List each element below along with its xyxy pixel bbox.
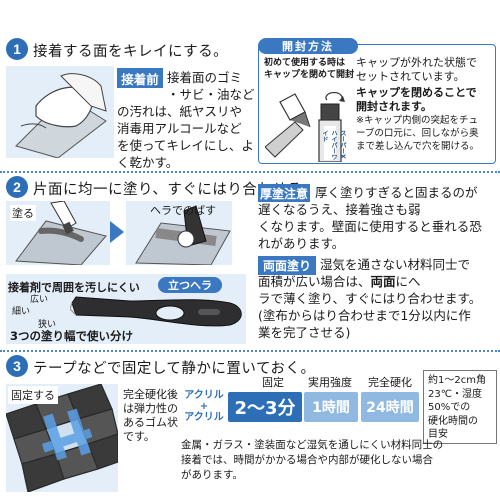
thick-text-1: 厚く塗りすぎると固まるのが [315, 185, 478, 200]
both-text-4: (塗布からはり合わせまで1分以内に作 [258, 308, 471, 323]
open-method-title: 開封方法 [258, 38, 358, 54]
cap-note-line-1: 初めて使用する時は [264, 58, 346, 68]
width-thin-label: 狭い [38, 320, 57, 330]
cond-line-4: 硬化時間の [428, 415, 478, 427]
cond-line-1: 約1〜2cm角 [428, 375, 486, 386]
material-label: アクリル + アクリル [182, 390, 226, 423]
bottom-note: 金属・ガラス・塗装面など湿気を通しにくい材料同士の 接着では、時間がかかる場合や… [181, 438, 443, 483]
cure-text-2: は弾力性の [123, 402, 178, 415]
divider-2 [0, 350, 500, 352]
cure-text-1: 完全硬化後 [123, 388, 178, 401]
step-1-badge: 1 [6, 38, 28, 60]
open-text-note: ※キャップ内側の突起をチュ ーブの口元に、回しながら奥 まで差し込んで穴を開ける… [356, 114, 479, 153]
full-time-badge: 24時間 [361, 392, 419, 422]
step-1-title: 接着する面をキレイにする。 [33, 44, 229, 60]
head-full: 完全硬化 [368, 376, 412, 389]
thick-text-2: 遅くなるうえ、接着強さも弱 [258, 202, 421, 217]
thick-text-3: くなります。壁面に使用すると垂れる恐 [258, 219, 482, 234]
bottom-note-3: があります。 [181, 469, 243, 481]
apply-label: 塗る [10, 205, 36, 221]
cap-note-line-2: キャップを閉めて開封 [264, 70, 355, 80]
tube-label: スーパーXハイパーワイド [321, 130, 346, 160]
both-text-2: 面積が広い場合は、両面にへ [258, 273, 421, 290]
tube-opening-illustration [264, 82, 355, 163]
open-text-line-2: セットされています。 [356, 70, 465, 83]
tag-thick-warning: 厚塗注意 [258, 184, 310, 202]
tag-before-bonding: 接着前 [117, 68, 163, 88]
step-1-text-c: 消毒用アルコールなど [117, 121, 242, 136]
both-text-2b: 両面 [370, 274, 396, 289]
cond-line-3: 50%での [428, 402, 471, 413]
tile-fixing-illustration [5, 383, 119, 493]
cond-line-5: 目安 [428, 429, 448, 440]
spatula-caption: 接着剤で周囲を汚しにくい [8, 281, 140, 294]
cure-text: 完全硬化後 は弾力性の あるゴム状 です。 [123, 388, 178, 444]
spatula-illustration [69, 293, 245, 335]
step-1-text-e: く乾かす。 [117, 155, 179, 170]
both-text-1: 湿気を通さない材料同士で [320, 257, 471, 272]
width-narrow-label: 細い [12, 307, 31, 317]
fix-time-badge: 2〜3分 [228, 392, 302, 422]
spread-illustration [126, 201, 232, 266]
three-widths-label: 3つの塗り幅で使い分け [10, 329, 134, 343]
fix-label: 固定する [8, 386, 58, 404]
open-text-line-1: キャップが外れた状態で [356, 56, 477, 69]
spatula-name-tag: 立つヘラ [158, 277, 222, 293]
cure-condition-box: 約1〜2cm角 23℃・湿度 50%での 硬化時間の 目安 [423, 370, 497, 444]
cond-line-2: 23℃・湿度 [428, 388, 482, 400]
open-bold-line-2: 開封されます。 [356, 100, 432, 113]
step-3-badge: 3 [6, 355, 28, 377]
open-text-bold: キャップを閉めることで 開封されます。 [356, 86, 477, 114]
width-wide-label: 広い [30, 295, 49, 305]
both-text-5: 業を完了させる) [258, 325, 351, 340]
material-line-3: アクリル [184, 412, 224, 423]
divider-1 [0, 171, 500, 173]
open-note-line-2: ーブの口元に、回しながら奥 [356, 128, 479, 139]
bottom-note-1: 金属・ガラス・塗装面など湿気を通しにくい材料同士の [181, 439, 444, 451]
spread-label: ヘラでのばす [150, 204, 216, 217]
both-text-2c: にへ [395, 274, 421, 289]
thick-text-4: れがあります。 [258, 236, 345, 251]
step-1-text-b: の汚れは、紙ヤスリや [117, 104, 243, 119]
step-1-lead: 接着面のゴミ [167, 70, 243, 85]
step-1-text-d: を使ってキレイにし、よ [117, 138, 254, 153]
open-note-line-1: ※キャップ内側の突起をチュ [356, 115, 478, 126]
cap-note: 初めて使用する時は キャップを閉めて開封 [264, 57, 354, 81]
open-bold-line-1: キャップを閉めることで [356, 86, 477, 99]
material-line-1: アクリル [184, 390, 224, 401]
open-text-normal: キャップが外れた状態で セットされています。 [356, 56, 477, 84]
head-practical: 実用強度 [308, 376, 352, 389]
step-2-badge: 2 [6, 176, 28, 198]
practical-time-badge: 1時間 [304, 392, 358, 422]
head-fix: 固定 [262, 376, 284, 389]
bottom-note-2: 接着では、時間がかかる場合や内部が硬化しない場合 [181, 454, 433, 466]
open-note-line-3: まで差し込んで穴を開ける。 [356, 141, 480, 152]
cure-text-4: です。 [123, 430, 155, 443]
cure-text-3: あるゴム状 [123, 416, 178, 429]
material-line-2: + [199, 401, 209, 412]
step-3-title: テープなどで固定して静かに置いておく。 [33, 361, 316, 377]
tag-both-sides: 両面塗り [258, 256, 316, 275]
right-arrow-icon [110, 221, 124, 247]
step-1-text-a: ・サビ・油など [167, 87, 255, 102]
both-text-3: ラで薄く塗り、すぐにはり合わせます。 [258, 291, 482, 306]
both-text-2a: 面積が広い場合は、 [258, 274, 371, 289]
step-2-title: 片面に均一に塗り、すぐにはり合わせる。 [33, 182, 318, 198]
wiping-illustration [6, 66, 114, 159]
